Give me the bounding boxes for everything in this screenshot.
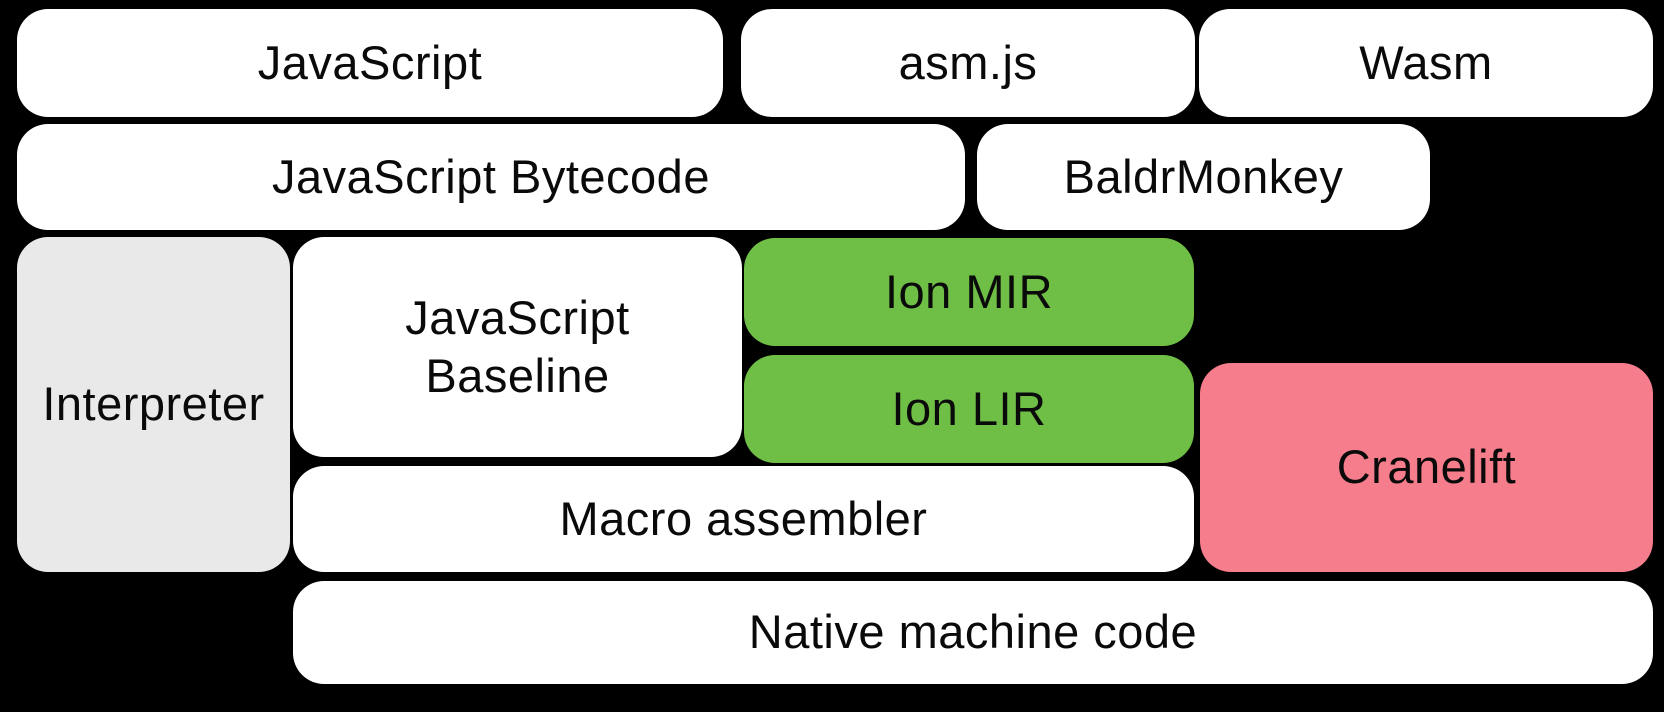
block-native-machine-code: Native machine code [293,581,1653,684]
block-label: Wasm [1359,35,1493,89]
block-ion-lir: Ion LIR [744,355,1194,463]
block-label: Cranelift [1336,440,1517,494]
block-javascript-baseline: JavaScript Baseline [293,237,742,457]
block-label: BaldrMonkey [1063,149,1344,203]
block-label: Macro assembler [559,491,928,545]
block-wasm: Wasm [1199,9,1653,117]
block-label: Native machine code [748,605,1198,659]
block-baldrmonkey: BaldrMonkey [977,124,1430,230]
block-macro-assembler: Macro assembler [293,466,1194,572]
block-javascript: JavaScript [17,9,723,117]
block-ion-mir: Ion MIR [744,238,1194,346]
block-javascript-bytecode: JavaScript Bytecode [17,124,965,230]
block-cranelift: Cranelift [1200,363,1653,572]
block-label: JavaScript Baseline [405,289,629,405]
block-label: asm.js [898,35,1038,89]
block-label: Interpreter [42,377,265,431]
block-interpreter: Interpreter [17,237,290,572]
block-label: Ion LIR [891,381,1047,435]
block-label: JavaScript Bytecode [272,149,710,203]
block-asmjs: asm.js [741,9,1195,117]
block-label: Ion MIR [884,264,1054,318]
block-label: JavaScript [257,35,483,89]
block-label-line2: Baseline [425,349,610,402]
block-label-line1: JavaScript [405,291,630,344]
